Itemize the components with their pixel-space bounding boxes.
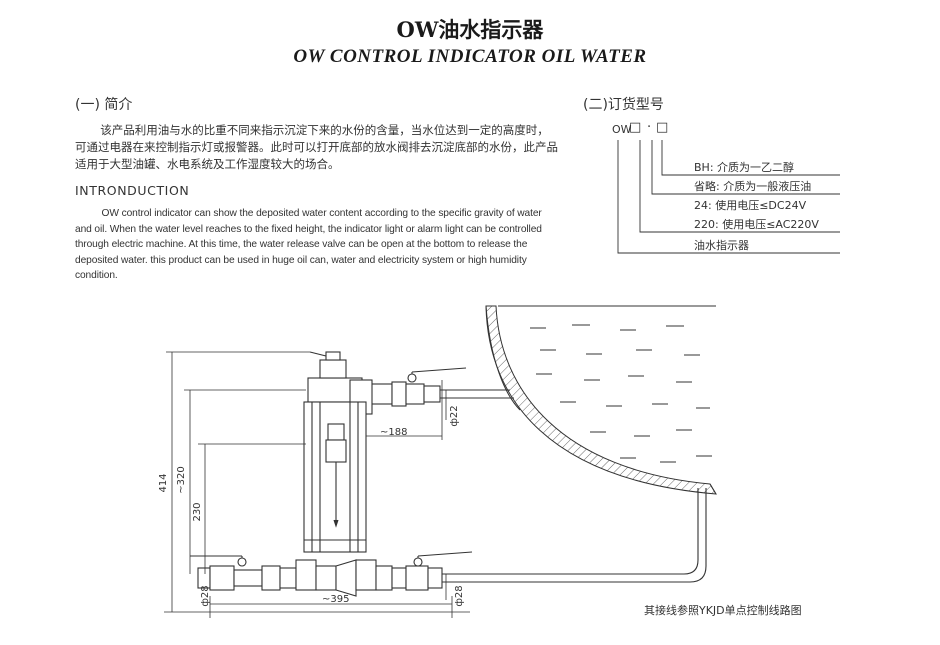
order-option-220v: 220: 使用电压≤AC220V bbox=[694, 218, 819, 231]
dim-dia-22: ф22 bbox=[449, 405, 460, 426]
lower-pipe bbox=[440, 488, 707, 583]
dim-dia-28-left: ф28 bbox=[200, 585, 211, 606]
order-option-24v: 24: 使用电压≤DC24V bbox=[694, 199, 807, 212]
dim-total-height: 414 bbox=[158, 473, 169, 492]
tank-wall bbox=[485, 305, 717, 495]
dim-height-230: 230 bbox=[192, 502, 203, 521]
upper-pipe bbox=[440, 389, 514, 399]
dimension-labels: 414 ~320 230 ~188 ~395 ф22 ф28 ф28 bbox=[158, 405, 465, 606]
tank-oil-ripples bbox=[530, 324, 712, 463]
dim-width-188: ~188 bbox=[380, 427, 407, 438]
wiring-footnote: 其接线参照YKJD单点控制线路图 bbox=[644, 604, 802, 617]
order-code-prefix: OW bbox=[612, 123, 632, 136]
page-subtitle-en: OW CONTROL INDICATOR OIL WATER bbox=[293, 46, 647, 67]
bottom-fittings bbox=[190, 551, 473, 597]
intro-text-en: OW control indicator can show the deposi… bbox=[75, 208, 542, 282]
sight-tube bbox=[303, 401, 367, 553]
dim-dia-28-right: ф28 bbox=[454, 585, 465, 606]
order-code-box-1: □ bbox=[629, 120, 642, 135]
page-title: OW油水指示器 bbox=[396, 17, 544, 42]
intro-heading-en: INTRONDUCTION bbox=[75, 183, 190, 198]
upper-valve bbox=[369, 367, 467, 407]
intro-heading: (一) 简介 bbox=[75, 97, 133, 113]
order-option-bh: BH: 介质为一乙二醇 bbox=[694, 161, 795, 174]
dim-width-395: ~395 bbox=[322, 594, 349, 605]
dim-height-320: ~320 bbox=[176, 466, 187, 493]
order-code-separator: · bbox=[647, 120, 652, 135]
order-heading: (二)订货型号 bbox=[583, 97, 664, 113]
order-option-default: 省略: 介质为一般液压油 bbox=[694, 180, 812, 193]
order-option-product: 油水指示器 bbox=[694, 239, 749, 252]
dimension-lines bbox=[164, 351, 470, 618]
order-code-box-2: □ bbox=[656, 120, 669, 135]
intro-text-cn: 该产品利用油与水的比重不同来指示沉淀下来的水份的含量，当水位达到一定的高度时，可… bbox=[75, 123, 558, 171]
